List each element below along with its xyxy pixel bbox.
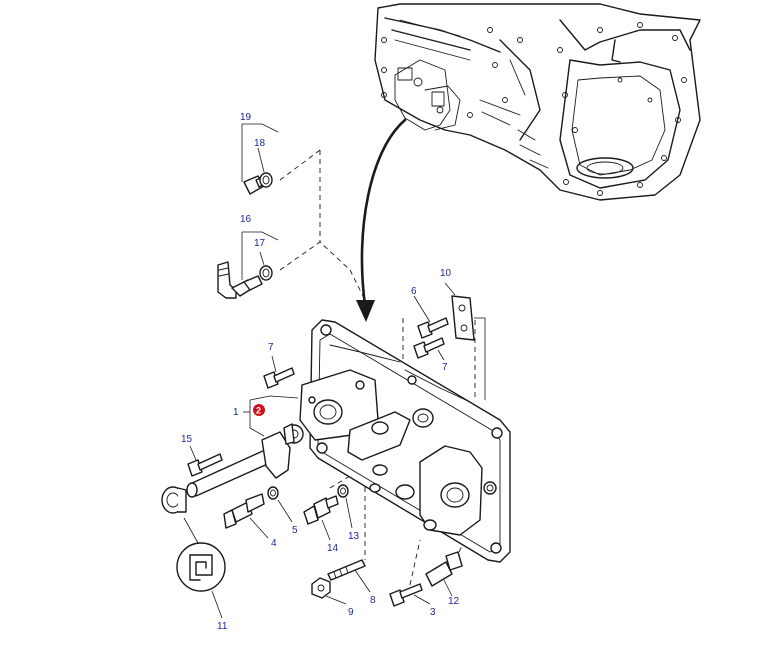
callout-9: 9 [348, 607, 354, 618]
callout-7-right: 7 [442, 362, 448, 373]
cover-plate [299, 319, 511, 563]
assembly-arrow [356, 118, 407, 322]
callout-8: 8 [370, 595, 376, 606]
bolt-part-7-left [263, 355, 295, 389]
sensor-part-14 [303, 495, 339, 541]
bush-part-2 [283, 423, 304, 445]
bolt-part-7-right [413, 337, 445, 361]
shift-shaft-part-1 [186, 395, 299, 498]
spacer-part-12 [425, 551, 463, 597]
callout-17: 17 [254, 238, 266, 249]
callout-3: 3 [430, 607, 436, 618]
callout-12: 12 [448, 596, 460, 607]
callout-4: 4 [271, 538, 277, 549]
seal-ring-part-17 [259, 251, 273, 281]
callout-15: 15 [181, 434, 193, 445]
switch-part-4 [223, 493, 269, 539]
callout-14: 14 [327, 543, 339, 554]
callout-10: 10 [440, 268, 452, 279]
callout-11: 11 [217, 621, 228, 632]
assembly-guide-lines [279, 149, 476, 586]
stud-part-8 [327, 559, 371, 593]
callout-labels: 19 18 16 17 10 6 7 7 1 15 4 5 14 13 8 9 … [181, 112, 460, 632]
plug-part-18 [241, 123, 279, 195]
nut-part-9 [311, 577, 347, 605]
bolt-part-3 [389, 583, 431, 607]
callout-2-highlight[interactable]: 2 [253, 404, 265, 416]
plate-part-10 [444, 282, 486, 400]
highlight-badge [253, 404, 265, 416]
seal-part-11 [161, 486, 187, 514]
washer-part-13 [337, 484, 353, 529]
elbow-fitting-part-16 [217, 231, 279, 299]
callout-1: 1 [233, 407, 239, 418]
callout-2: 2 [256, 406, 261, 416]
callout-6: 6 [411, 286, 417, 297]
callout-5: 5 [292, 525, 298, 536]
bolt-part-15 [187, 445, 223, 477]
callout-18: 19 [240, 112, 252, 123]
callout-13: 13 [348, 531, 360, 542]
bolt-part-6 [413, 295, 449, 339]
manual-reference-symbol [176, 517, 226, 619]
callout-19: 18 [254, 138, 266, 149]
callout-16: 16 [240, 214, 252, 225]
callout-7-left: 7 [268, 342, 274, 353]
seal-ring-part-19 [257, 147, 273, 188]
washer-part-5 [267, 486, 293, 523]
transmission-housing-illustration [374, 3, 701, 201]
